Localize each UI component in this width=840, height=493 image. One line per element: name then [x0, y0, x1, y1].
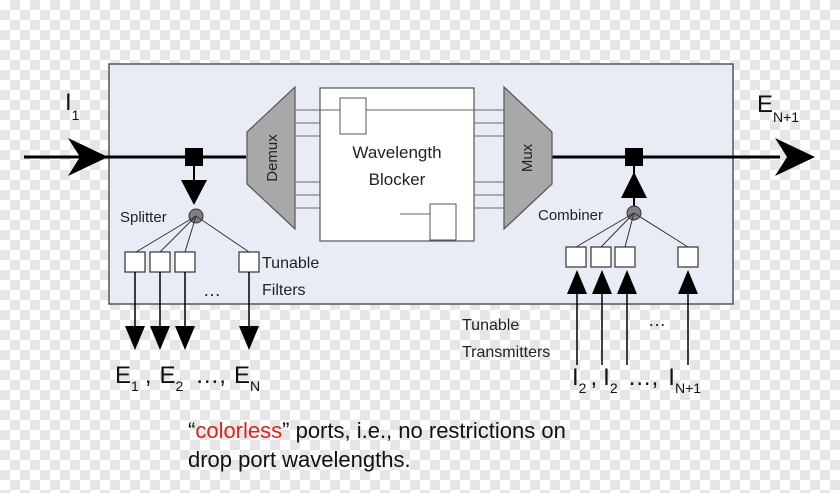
wavelength-blocker-label-line1: Wavelength: [352, 143, 441, 162]
transmitter-dots: …: [648, 310, 666, 330]
tunable-filters-label-line2: Filters: [262, 282, 306, 299]
add-port-labels: I2,I2…,IN+1: [572, 364, 701, 396]
caption: “colorless” ports, i.e., no restrictions…: [188, 416, 748, 474]
mux-label: Mux: [519, 143, 536, 172]
add-input-lines: [576, 290, 689, 365]
splitter-branches: [135, 215, 250, 253]
demux-label: Demux: [264, 134, 281, 182]
drop-tap-node: [185, 148, 203, 166]
drop-output-arrows: [134, 272, 250, 330]
tunable-filter-boxes: [124, 251, 260, 273]
drop-port-labels: E1,E2…,EN: [115, 362, 260, 394]
caption-line1: “colorless” ports, i.e., no restrictions…: [188, 418, 566, 443]
tunable-filters-label-line1: Tunable: [262, 255, 319, 272]
splitter-label: Splitter: [120, 209, 167, 226]
wavelength-blocker-label-line2: Blocker: [369, 170, 426, 189]
tunable-transmitters-label-line1: Tunable: [462, 317, 519, 334]
channel-lines: [295, 97, 504, 241]
tunable-transmitters-label-line2: Transmitters: [462, 344, 550, 361]
combiner-branches: [575, 212, 689, 248]
input-arrow-icon: [68, 138, 108, 176]
caption-highlight: colorless: [195, 418, 283, 443]
drop-tap-arrow-icon: [181, 180, 207, 205]
drop-arrow-heads: [125, 326, 259, 350]
add-tap-node: [625, 148, 643, 166]
add-tap-arrow-icon: [621, 172, 647, 198]
output-arrow-icon: [775, 138, 815, 176]
filter-dots: …: [203, 280, 221, 300]
input-label: I1: [65, 89, 80, 123]
add-arrow-heads: [567, 270, 698, 294]
tunable-transmitter-boxes: [565, 246, 699, 268]
output-label: EN+1: [757, 91, 799, 125]
demux-block: [246, 85, 296, 231]
combiner-label: Combiner: [538, 207, 603, 224]
caption-line2: drop port wavelengths.: [188, 447, 411, 472]
